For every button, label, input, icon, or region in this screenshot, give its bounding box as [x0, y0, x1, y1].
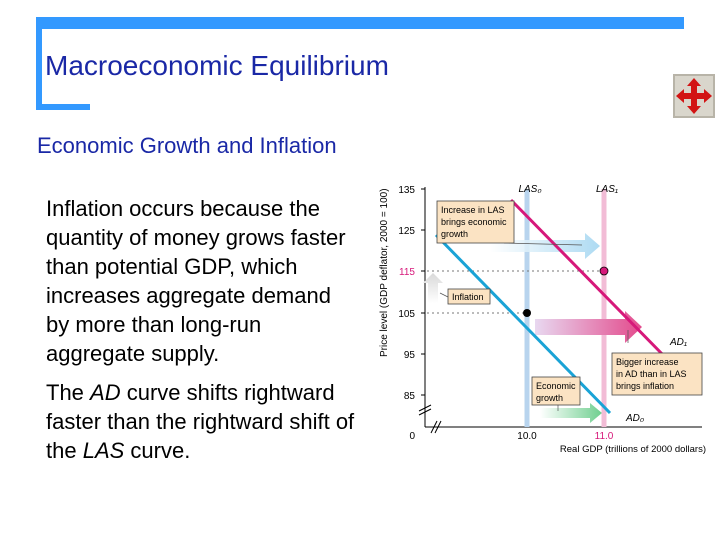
title-frame-top-bar	[36, 17, 684, 29]
note-increase-las-line3: growth	[441, 229, 468, 239]
move-arrows-button[interactable]	[673, 74, 715, 118]
axis-break-x	[430, 420, 442, 434]
note-bigger-increase-line3: brings inflation	[616, 381, 674, 391]
slide-subtitle: Economic Growth and Inflation	[37, 133, 337, 158]
note-bigger-increase: Bigger increase in AD than in LAS brings…	[611, 352, 703, 396]
note-inflation-text: Inflation	[452, 292, 484, 302]
ad0-label: AD₀	[625, 413, 644, 424]
note-bigger-increase-line2: in AD than in LAS	[616, 369, 687, 379]
growth-arrow	[540, 403, 602, 423]
slide-title: Macroeconomic Equilibrium	[45, 50, 389, 81]
paragraph-ad-shift: The AD curve shifts rightward faster tha…	[46, 378, 356, 465]
las-shift-arrow	[490, 233, 600, 259]
para2-ad: AD	[90, 380, 121, 405]
move-arrows-icon	[676, 78, 712, 114]
ad1-label: AD₁	[669, 337, 687, 348]
note-increase-las-line1: Increase in LAS	[441, 205, 505, 215]
note-increase-las: Increase in LAS brings economic growth	[436, 200, 515, 244]
paragraph-inflation-cause: Inflation occurs because the quantity of…	[46, 196, 346, 366]
ad0-line	[434, 233, 612, 415]
note-inflation: Inflation	[447, 288, 491, 305]
ad-shift-arrow	[535, 311, 642, 343]
y-tick-105: 105	[398, 309, 415, 320]
inflation-up-arrow	[423, 273, 443, 303]
note-economic-growth: Economic growth	[531, 376, 581, 406]
y-tick-0: 0	[409, 431, 415, 442]
title-frame-left-bar	[36, 17, 42, 107]
y-tick-135: 135	[398, 185, 415, 196]
para2-text-1: The	[46, 380, 91, 405]
y-tick-125: 125	[398, 226, 415, 237]
equilibrium-point-0	[523, 309, 531, 317]
equilibrium-point-1	[599, 266, 609, 276]
x-tick-11: 11.0	[595, 431, 614, 442]
para2-text-3: curve.	[124, 438, 191, 463]
y-tick-95: 95	[404, 350, 416, 361]
note-economic-growth-line2: growth	[536, 393, 563, 403]
las0-label: LAS₀	[518, 184, 541, 195]
y-tick-85: 85	[404, 391, 416, 402]
y-ticks: 135 125 115 105 95 85 0	[398, 185, 425, 442]
para2-text-2: curve shifts rightward faster than the r…	[46, 380, 355, 463]
leader-increase-las	[503, 242, 583, 246]
axis-break-y	[418, 404, 432, 416]
las1-label: LAS₁	[596, 184, 618, 195]
leader-inflation	[439, 292, 449, 298]
title-frame-bottom-bar	[36, 104, 90, 110]
ad-as-diagram: Price level (GDP deflator, 2000 = 100) 1…	[379, 184, 706, 455]
note-increase-las-line2: brings economic	[441, 217, 507, 227]
x-axis-label: Real GDP (trillions of 2000 dollars)	[560, 444, 706, 455]
ad1-line	[509, 198, 670, 362]
x-tick-10: 10.0	[517, 431, 537, 442]
y-axis-label: Price level (GDP deflator, 2000 = 100)	[379, 188, 390, 357]
note-economic-growth-line1: Economic	[536, 381, 576, 391]
y-tick-115: 115	[399, 267, 415, 278]
note-bigger-increase-line1: Bigger increase	[616, 357, 679, 367]
para2-las: LAS	[82, 438, 125, 463]
